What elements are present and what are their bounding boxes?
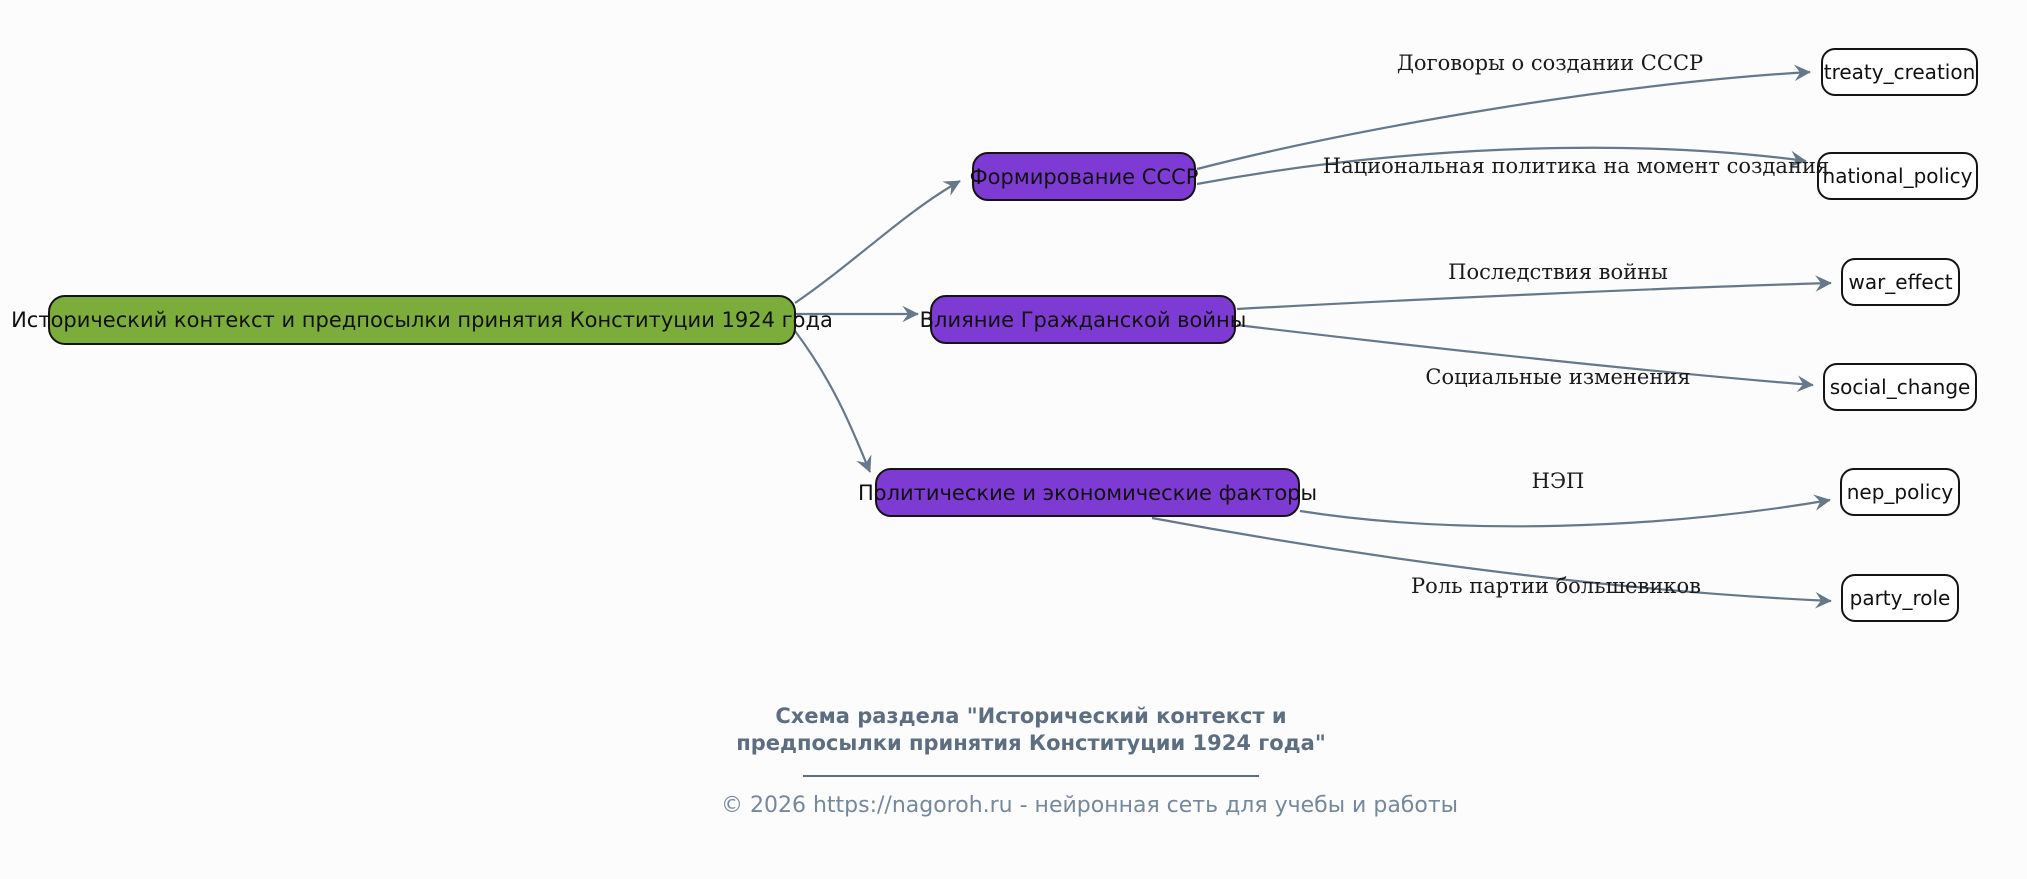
edge-label-national-policy: Национальная политика на момент создания [1322,154,1830,178]
edge-civil-war-to-social-change [1236,323,1814,392]
edge-factors-to-party-role [1151,516,1832,609]
node-nep-policy: nep_policy [1840,468,1960,516]
edge-root-to-formation [794,180,961,304]
edge-label-war-effect: Последствия войны [1448,260,1668,284]
node-social-change-label: social_change [1829,375,1971,399]
node-social-change: social_change [1823,363,1977,411]
edge-formation-to-national-policy [1196,146,1807,186]
footer-title: Схема раздела "Исторический контекст и п… [721,703,1341,757]
node-national-policy-label: national_policy [1822,164,1973,188]
footer-title-line2: предпосылки принятия Конституции 1924 го… [736,730,1326,755]
edge-factors-to-nep-policy [1299,494,1831,528]
node-party-role: party_role [1841,574,1959,622]
footer-copyright: © 2026 https://nagoroh.ru - нейронная се… [721,792,1459,818]
node-war-effect-label: war_effect [1848,270,1953,294]
edge-label-nep-policy: НЭП [1531,469,1585,493]
edge-root-to-factors [794,330,872,473]
node-war-effect: war_effect [1841,258,1960,306]
node-factors-label: Политические и экономические факторы [857,480,1318,505]
node-root-label: Исторический контекст и предпосылки прин… [11,308,833,332]
node-civil-war: Влияние Гражданской войны [920,295,1246,344]
edge-civil-war-to-war-effect [1236,275,1832,311]
edge-label-social-change: Социальные изменения [1425,365,1691,389]
node-civil-war-label: Влияние Гражданской войны [919,307,1247,332]
node-factors: Политические и экономические факторы [858,468,1317,517]
node-formation-label: Формирование СССР [969,164,1199,189]
node-nep-policy-label: nep_policy [1846,480,1954,504]
node-root: Исторический контекст и предпосылки прин… [11,295,833,345]
node-formation: Формирование СССР [969,152,1199,201]
node-treaty-creation: treaty_creation [1821,48,1978,96]
edge-label-party-role: Роль партии большевиков [1411,574,1701,598]
footer: Схема раздела "Исторический контекст и п… [721,703,1459,818]
node-party-role-label: party_role [1849,586,1951,610]
node-treaty-creation-label: treaty_creation [1823,60,1976,84]
footer-separator [803,774,1259,777]
edge-formation-to-treaty-creation [1196,64,1811,171]
node-national-policy: national_policy [1817,152,1978,200]
footer-title-line1: Схема раздела "Исторический контекст и [775,704,1287,728]
edge-label-treaty-creation: Договоры о создании СССР [1396,51,1704,75]
